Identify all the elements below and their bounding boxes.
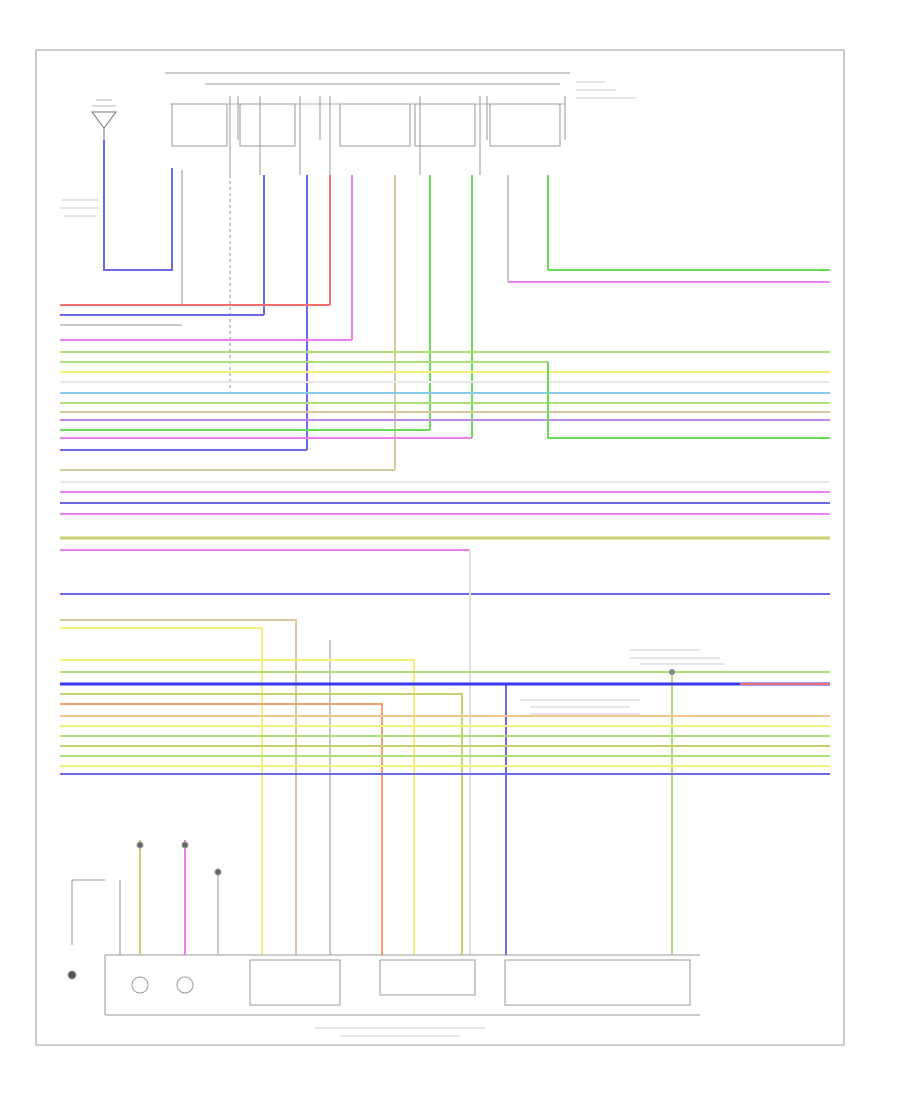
right-connector-callout — [520, 649, 725, 715]
bottom-left-sensor-bulbs — [67, 841, 222, 994]
diagram-border — [35, 49, 845, 1046]
wire-green-drop — [547, 362, 830, 439]
bottom-title-marks — [315, 1027, 485, 1037]
bottom-module — [104, 954, 700, 1016]
top-left-sensor — [91, 99, 117, 140]
harness-wires-block-1 — [60, 304, 830, 471]
top-switch-blocks — [171, 103, 561, 147]
top-wire-stubs — [181, 170, 549, 470]
top-right-label-marks — [576, 81, 636, 99]
top-left-switch-labels — [60, 199, 100, 217]
mid-vertical-wires — [60, 550, 673, 955]
bottom-left-sensors — [71, 840, 219, 955]
wire-blue-left-sensor — [103, 140, 173, 271]
harness-wires-block-3 — [60, 671, 830, 775]
top-switch-dash-lines — [229, 96, 488, 175]
harness-wires-block-2 — [60, 481, 830, 595]
